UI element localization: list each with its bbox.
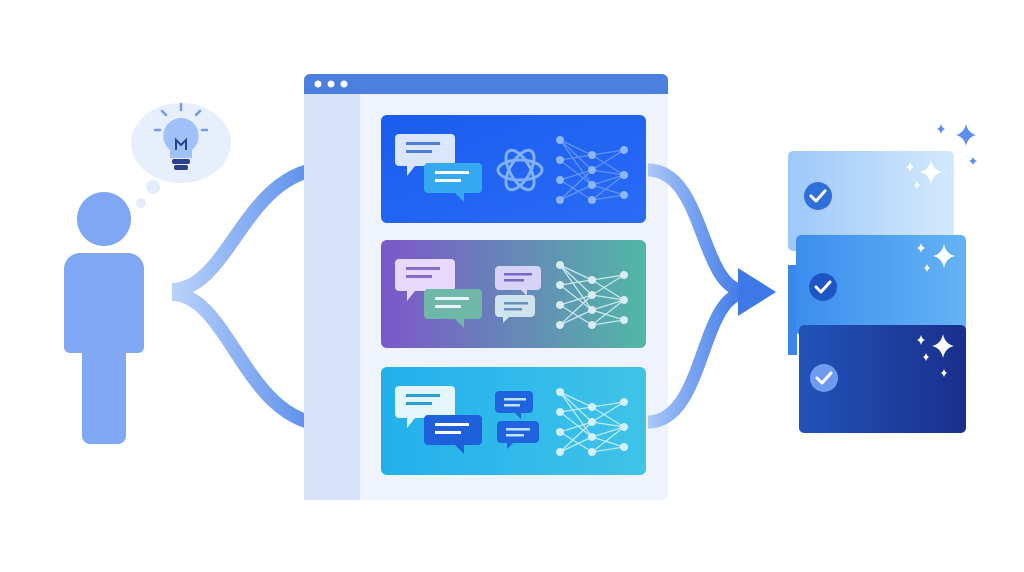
neural-network-icon xyxy=(556,136,628,204)
neural-network-icon xyxy=(556,388,628,456)
sparkle-icon xyxy=(924,264,930,272)
model-panel-3 xyxy=(381,367,646,475)
window-dot-1 xyxy=(314,80,322,88)
thought-bubble xyxy=(131,102,231,208)
neural-network-icon xyxy=(556,261,628,329)
arrow-head-output xyxy=(738,268,776,316)
chat-bubble-icon xyxy=(497,421,539,449)
sparkle-icon xyxy=(906,162,914,172)
model-panel-1 xyxy=(381,115,646,223)
chat-bubble-icon xyxy=(424,415,482,454)
result-card-2 xyxy=(788,235,966,355)
sparkle-icon xyxy=(917,243,925,253)
check-circle-icon xyxy=(804,182,832,210)
window-dot-2 xyxy=(327,80,335,88)
result-cards xyxy=(788,151,966,433)
chat-bubble-icon xyxy=(424,289,482,328)
chat-bubble-icon xyxy=(424,163,482,202)
chat-bubble-icon xyxy=(495,266,541,296)
sparkle-icon xyxy=(941,369,947,377)
sparkle-icon xyxy=(933,244,955,268)
sparkle-icon xyxy=(923,353,929,361)
lightbulb-icon xyxy=(153,102,209,170)
person-icon xyxy=(64,192,144,444)
sparkle-icon xyxy=(969,157,977,165)
sparkle-icon xyxy=(937,124,945,134)
result-card-3 xyxy=(799,325,966,433)
sparkle-icon xyxy=(956,124,976,146)
model-panel-2 xyxy=(381,240,646,348)
openai-logo-icon xyxy=(496,148,544,192)
sparkle-icon xyxy=(932,334,954,358)
result-card-1 xyxy=(788,151,954,251)
sparkle-icon xyxy=(914,181,920,189)
window-dot-3 xyxy=(340,80,348,88)
check-circle-icon xyxy=(809,273,837,301)
chat-bubble-icon xyxy=(495,391,533,419)
window-titlebar xyxy=(304,74,668,94)
sparkle-icon xyxy=(920,160,942,184)
chat-bubble-icon xyxy=(495,295,535,323)
check-circle-icon xyxy=(810,364,838,392)
sparkle-icon xyxy=(917,335,925,345)
outbound-arrows xyxy=(647,163,776,429)
sparkles xyxy=(906,124,977,377)
